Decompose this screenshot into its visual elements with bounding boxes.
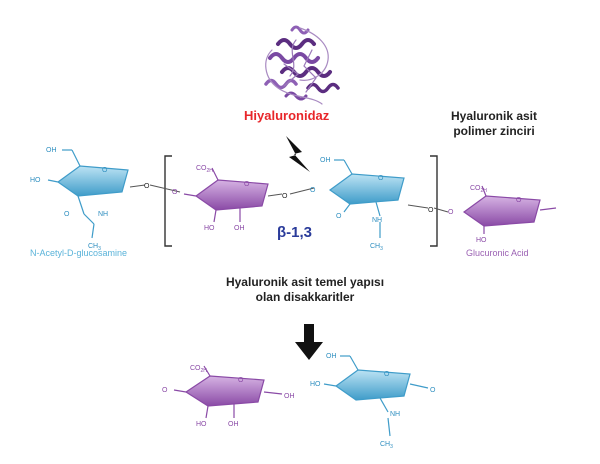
- atom-o: O: [430, 387, 436, 394]
- atom-oh: OH: [46, 147, 57, 154]
- enzyme-label: Hiyaluronidaz: [244, 108, 330, 123]
- atom-o: O: [428, 207, 434, 214]
- glcnac-ring-product: [323, 355, 429, 437]
- atom-o: O: [102, 167, 108, 174]
- atom-o: O: [448, 209, 454, 216]
- atom-ho: HO: [204, 225, 215, 232]
- glca-ring-product: [173, 365, 283, 419]
- protein-structure-icon: [264, 25, 340, 105]
- atom-o: O: [162, 387, 168, 394]
- polymer-chain-label-line2: polimer zinciri: [453, 124, 535, 138]
- polymer-chain-label: Hyaluronik asit polimer zinciri: [436, 109, 552, 139]
- linkage-label: β-1,3: [277, 224, 313, 241]
- right-monomer-label: Glucuronic Acid: [466, 248, 529, 258]
- basic-structure-label: Hyaluronik asit temel yapısı olan disakk…: [190, 275, 420, 305]
- atom-ho: HO: [30, 177, 41, 184]
- atom-nh: NH: [372, 217, 382, 224]
- atom-o: O: [144, 183, 150, 190]
- atom-o: O: [378, 175, 384, 182]
- left-monomer-label: N-Acetyl-D-glucosamine: [30, 248, 128, 258]
- basic-structure-line1: Hyaluronik asit temel yapısı: [225, 275, 385, 289]
- atom-o: O: [172, 189, 178, 196]
- atom-ch3: CH3: [380, 441, 393, 450]
- glcnac-ring-left: [47, 149, 129, 239]
- atom-co2h: CO2H: [470, 185, 487, 194]
- atom-co2h: CO2H: [196, 165, 213, 174]
- atom-oh: OH: [284, 393, 295, 400]
- atom-co2h: CO2H: [190, 365, 207, 374]
- atom-o: O: [516, 197, 522, 204]
- atom-nh: NH: [390, 411, 400, 418]
- atom-o: O: [282, 193, 288, 200]
- atom-o: O: [336, 213, 342, 220]
- atom-nh: NH: [98, 211, 108, 218]
- glca-ring-bracket: [183, 167, 269, 223]
- atom-o: O: [244, 181, 250, 188]
- atom-o: O: [310, 187, 316, 194]
- polymer-brackets: [164, 155, 438, 247]
- atom-ho: HO: [310, 381, 321, 388]
- atom-o: O: [384, 371, 390, 378]
- atom-oh: OH: [326, 353, 337, 360]
- glcnac-ring-bracket: [328, 159, 405, 238]
- glca-ring-right: [462, 185, 557, 234]
- atom-ho: HO: [476, 237, 487, 244]
- atom-oh: OH: [320, 157, 331, 164]
- atom-oh: OH: [228, 421, 239, 428]
- atom-ch3: CH3: [370, 243, 383, 252]
- polymer-chain-label-line1: Hyaluronik asit: [450, 109, 538, 123]
- atom-o: O: [64, 211, 70, 218]
- basic-structure-line2: olan disakkaritler: [255, 290, 355, 304]
- atom-oh: OH: [234, 225, 245, 232]
- glycosidic-bonds: [129, 184, 449, 213]
- lightning-bolt-icon: [286, 136, 310, 172]
- down-arrow-icon: [295, 324, 323, 360]
- atom-ch3: CH3: [88, 243, 101, 252]
- atom-o: O: [238, 377, 244, 384]
- atom-ho: HO: [196, 421, 207, 428]
